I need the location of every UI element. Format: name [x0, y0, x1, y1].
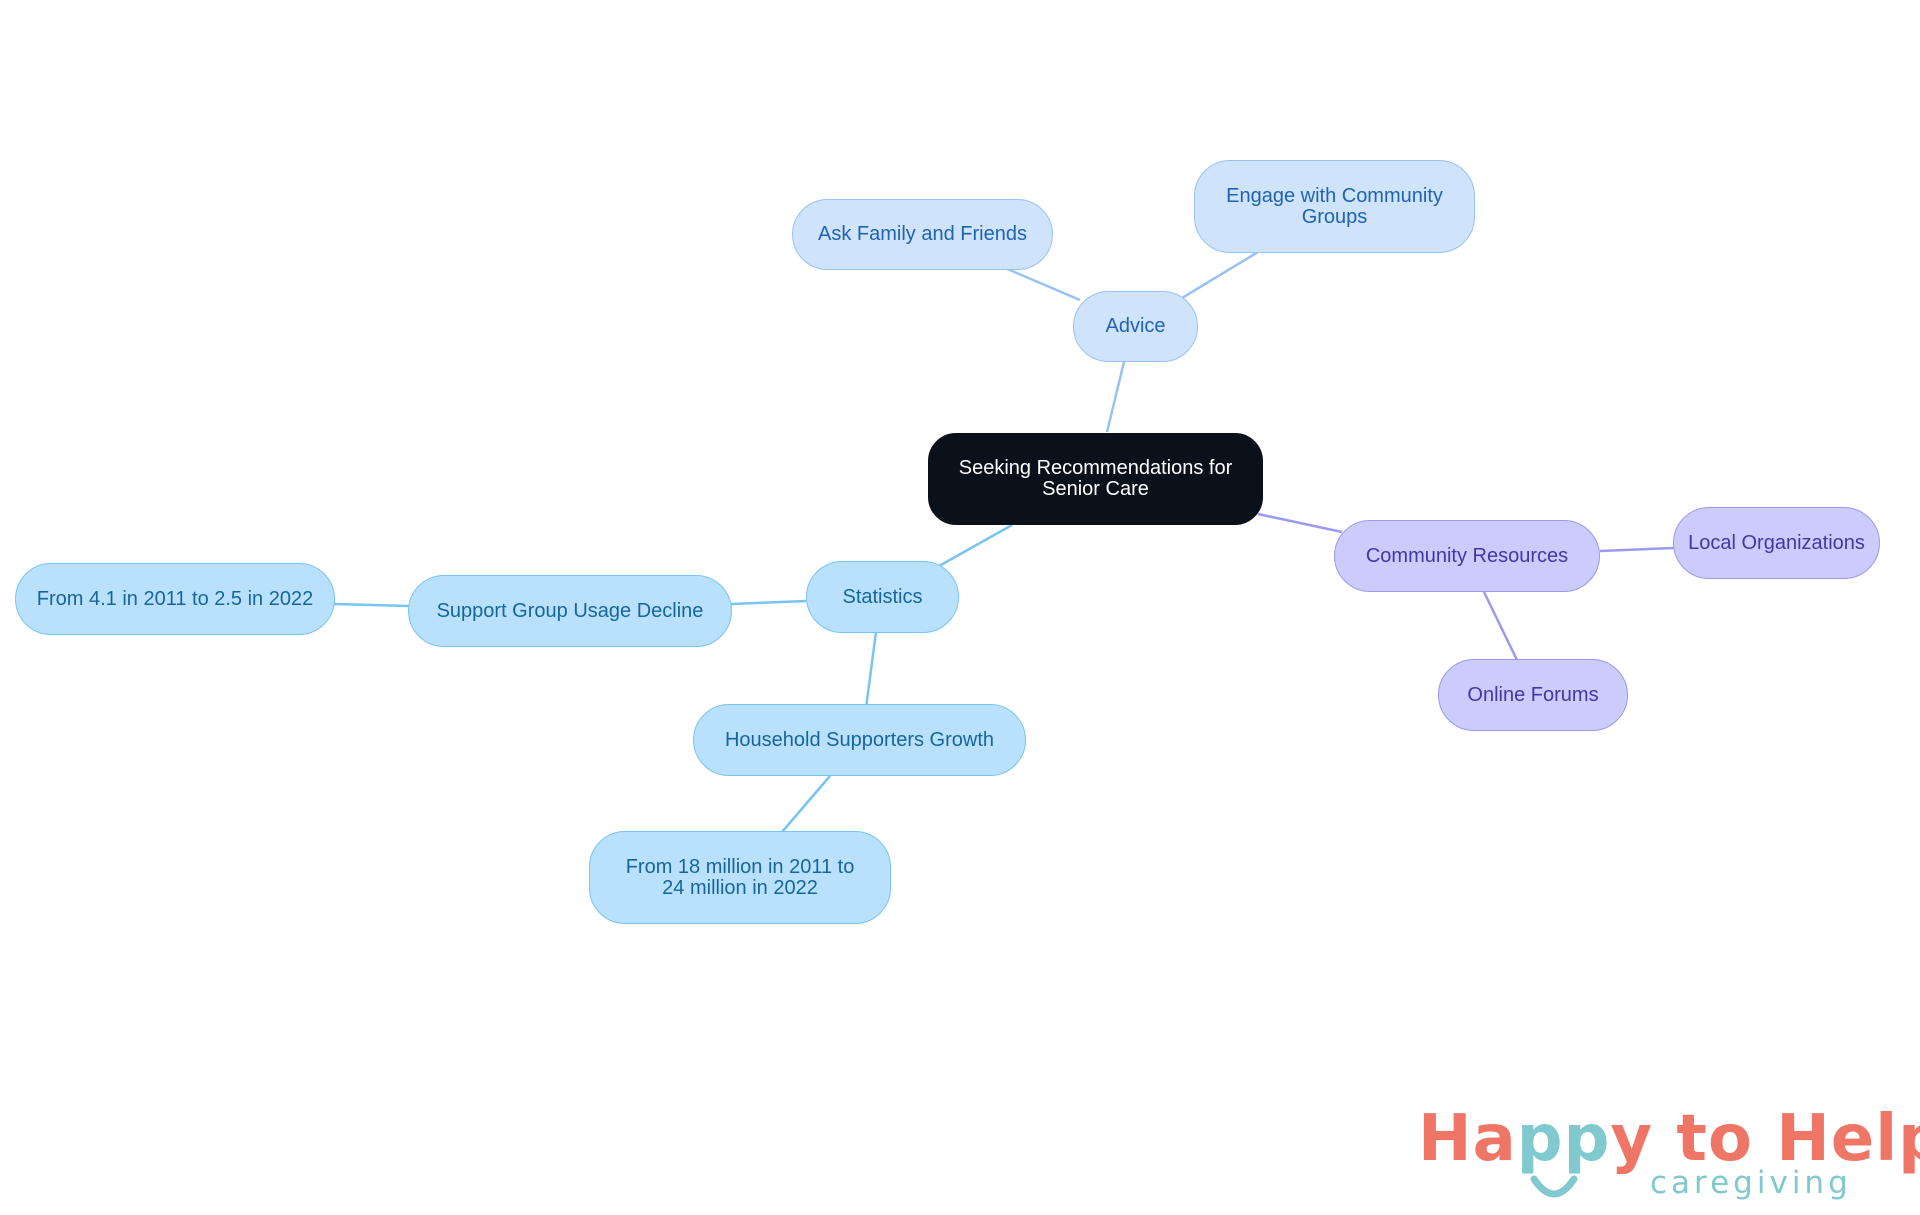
leaf-node-support-group-detail: From 4.1 in 2011 to 2.5 in 2022 — [15, 563, 335, 635]
link-support-detail — [333, 602, 410, 608]
branch-node-community-resources: Community Resources — [1334, 520, 1600, 592]
leaf-node-household-supporters-detail: From 18 million in 2011 to 24 million in… — [589, 831, 891, 924]
logo-title: Happy to Help — [1418, 1102, 1920, 1176]
branch-node-label: Statistics — [842, 585, 923, 608]
leaf-node-online-forums: Online Forums — [1438, 659, 1628, 731]
link-root-advice — [1105, 361, 1126, 433]
smile-icon — [1530, 1175, 1578, 1198]
leaf-node-label: Engage with Community Groups — [1226, 184, 1443, 228]
root-node-label: Seeking Recommendations for Senior Care — [958, 457, 1233, 500]
leaf-node-label: From 18 million in 2011 to 24 million in… — [625, 855, 855, 899]
leaf-node-local-organizations: Local Organizations — [1673, 507, 1880, 579]
leaf-node-engage-with-community-groups: Engage with Community Groups — [1194, 160, 1475, 253]
leaf-node-label: Support Group Usage Decline — [436, 599, 704, 622]
link-household-detail — [781, 775, 831, 833]
leaf-node-label: From 4.1 in 2011 to 2.5 in 2022 — [36, 587, 314, 610]
branch-node-label: Advice — [1105, 315, 1166, 337]
link-advice-engage — [1181, 250, 1259, 300]
leaf-node-label: Online Forums — [1467, 683, 1599, 706]
leaf-node-ask-family-and-friends: Ask Family and Friends — [792, 199, 1053, 270]
leaf-node-label: Household Supporters Growth — [724, 728, 995, 751]
branch-node-statistics: Statistics — [806, 561, 959, 633]
root-node: Seeking Recommendations for Senior Care — [928, 433, 1263, 525]
link-statistics-support — [730, 599, 807, 606]
link-community-forums — [1482, 591, 1519, 661]
leaf-node-support-group-usage-decline: Support Group Usage Decline — [408, 575, 732, 647]
link-advice-ask-family — [1004, 266, 1081, 302]
branch-node-advice: Advice — [1073, 291, 1198, 362]
link-root-community — [1257, 512, 1343, 534]
leaf-node-label: Local Organizations — [1688, 531, 1865, 554]
logo-subtitle: caregiving — [1650, 1165, 1852, 1201]
happy-to-help-logo: Happy to Help caregiving — [1418, 1105, 1920, 1205]
link-statistics-household — [864, 631, 878, 709]
link-community-local — [1599, 546, 1675, 553]
link-root-statistics — [938, 523, 1013, 568]
branch-node-label: Community Resources — [1365, 544, 1569, 567]
leaf-node-label: Ask Family and Friends — [818, 223, 1027, 245]
leaf-node-household-supporters-growth: Household Supporters Growth — [693, 704, 1026, 776]
